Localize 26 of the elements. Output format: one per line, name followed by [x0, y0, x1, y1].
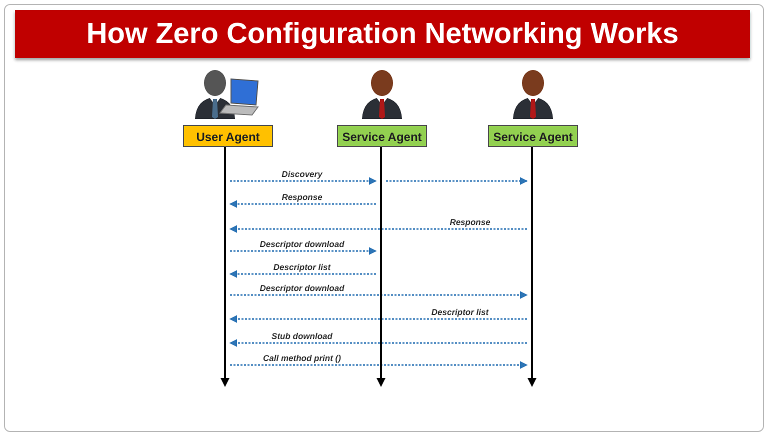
- message-arrow: [229, 225, 527, 233]
- message-arrow: [229, 315, 527, 323]
- edge-label: Discovery: [280, 169, 324, 179]
- title-banner: How Zero Configuration Networking Works: [15, 10, 750, 58]
- message-arrow: [230, 247, 377, 255]
- message-arrow: [229, 200, 376, 208]
- edge-label: Descriptor download: [258, 239, 346, 249]
- edge-label: Call method print (): [262, 353, 342, 363]
- lifeline-arrow: [220, 147, 230, 387]
- message-arrow: [230, 291, 528, 299]
- edge-label: Descriptor download: [258, 283, 346, 293]
- edge-label: Response: [280, 192, 324, 202]
- message-arrow: [230, 177, 377, 185]
- edge-label: Descriptor list: [430, 307, 490, 317]
- lifeline-arrow: [376, 147, 386, 387]
- edge-label: Stub download: [270, 331, 334, 341]
- lifeline-arrow: [527, 147, 537, 387]
- agent-box: Service Agent: [337, 125, 427, 147]
- edge-label: Descriptor list: [272, 262, 332, 272]
- edge-label: Response: [448, 217, 492, 227]
- message-arrow: [230, 361, 528, 369]
- agent-box: Service Agent: [488, 125, 578, 147]
- message-arrow: [386, 177, 528, 185]
- message-arrow: [229, 270, 376, 278]
- agent-box: User Agent: [183, 125, 273, 147]
- message-arrow: [229, 339, 527, 347]
